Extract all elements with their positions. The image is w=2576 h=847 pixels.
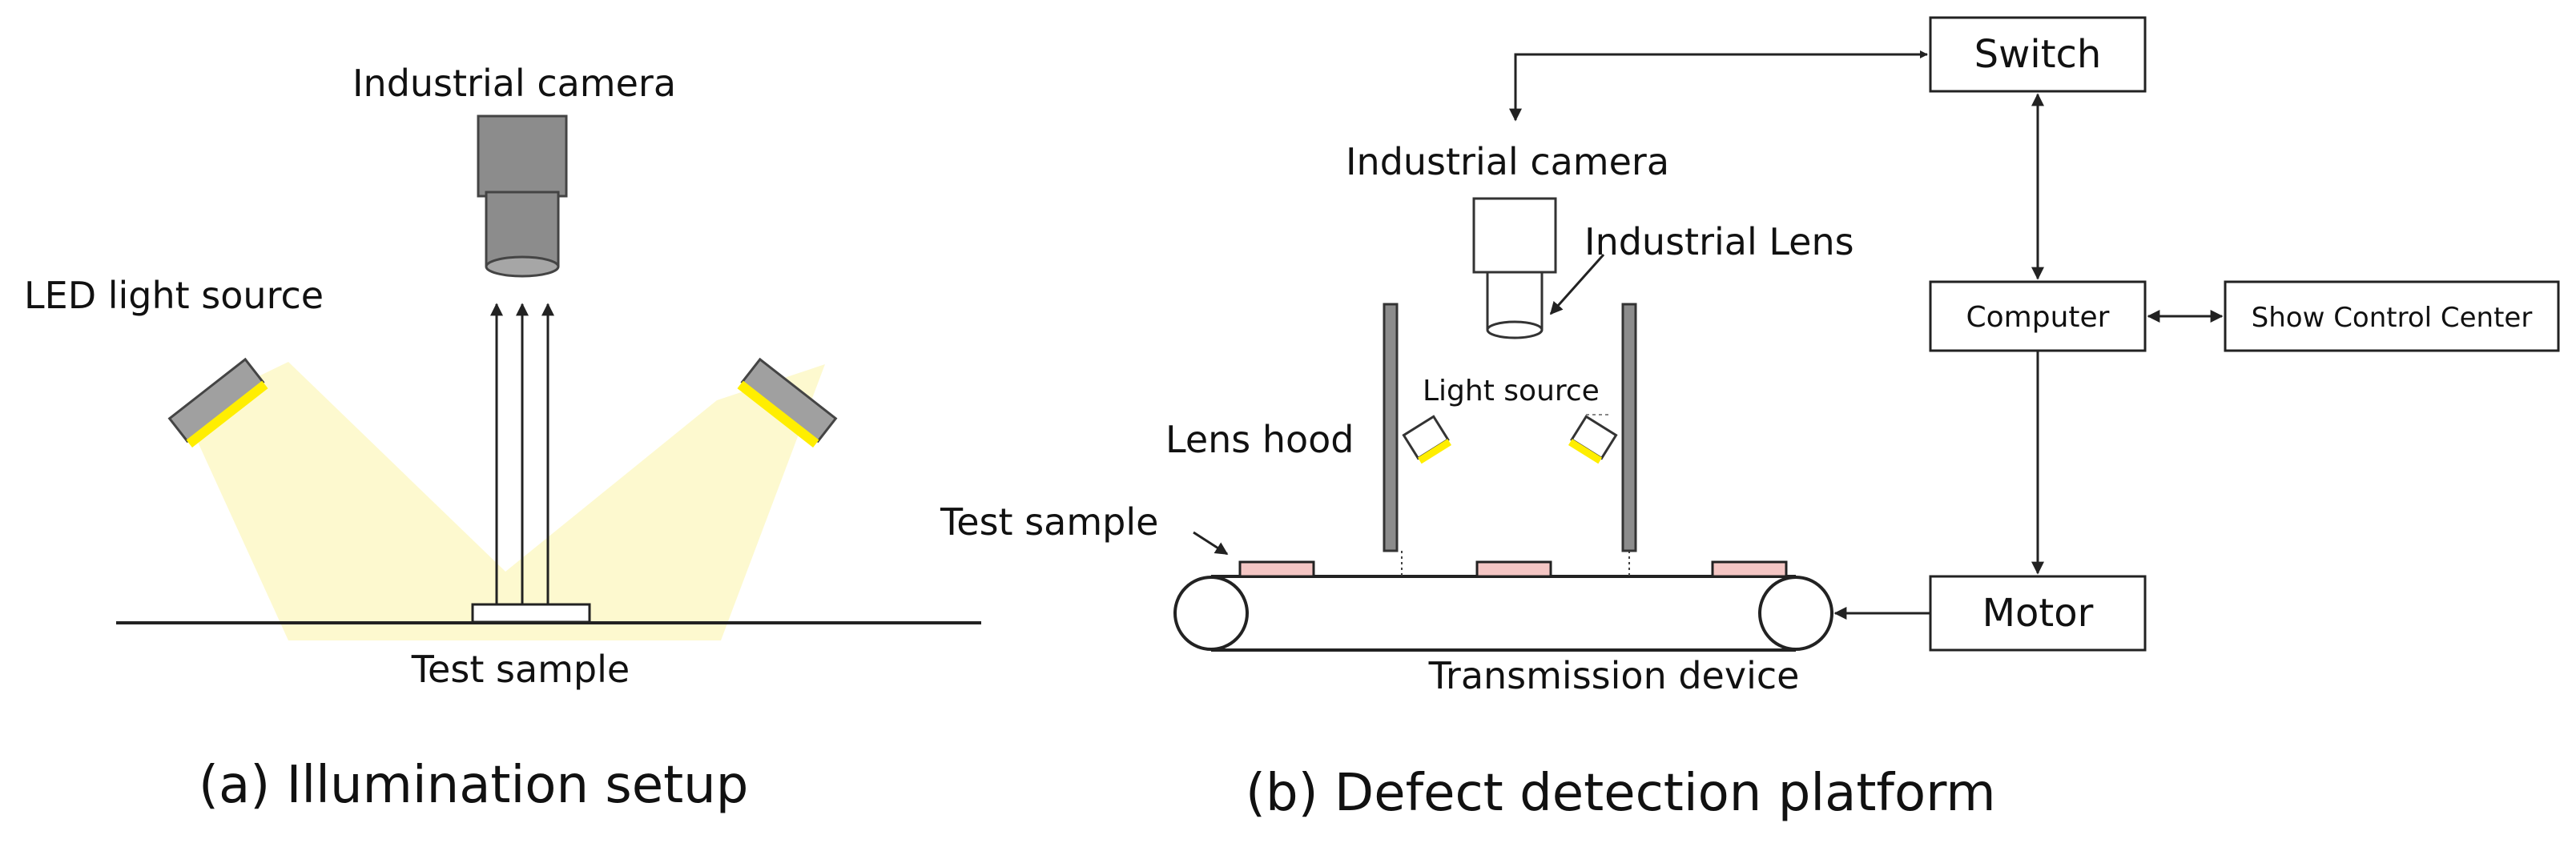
lens-pointer-arrow: [1549, 254, 1605, 315]
show-control-label: Show Control Center: [2252, 302, 2533, 334]
lens-label: Industrial Lens: [1584, 220, 1854, 263]
motor-box: Motor: [1929, 575, 2147, 652]
sample-b-1: [1238, 560, 1315, 578]
motor-label: Motor: [1982, 591, 2094, 636]
led-left-icon: [167, 357, 268, 448]
light-source-left-icon: [1402, 415, 1452, 464]
sample-b-label: Test sample: [940, 500, 1158, 544]
left-light-beam: [184, 362, 577, 640]
lens-hood-left: [1383, 303, 1399, 552]
led-label: LED light source: [24, 274, 324, 317]
sample-pointer-arrow: [1193, 531, 1229, 556]
test-sample-a: [471, 603, 591, 624]
computer-box: Computer: [1929, 280, 2147, 352]
panel-b-detection-platform: Industrial camera Industrial Lens Light …: [940, 16, 2560, 823]
caption-a: (a) Illumination setup: [199, 756, 748, 815]
sample-b-3: [1711, 560, 1788, 578]
camera-b-icon: [1472, 197, 1557, 339]
caption-b: (b) Defect detection platform: [1246, 764, 1996, 823]
panel-a-illumination-setup: Industrial camera LED light source Test …: [24, 62, 981, 815]
sample-b-2: [1475, 560, 1552, 578]
computer-label: Computer: [1966, 301, 2110, 334]
conveyor-belt: [1173, 575, 1833, 652]
camera-a-label: Industrial camera: [352, 62, 676, 105]
lens-hood-right: [1621, 303, 1637, 552]
sample-a-label: Test sample: [411, 648, 630, 691]
switch-label: Switch: [1974, 32, 2102, 77]
conveyor-label: Transmission device: [1428, 654, 1800, 697]
block-connections: [1509, 50, 2224, 620]
led-right-icon: [737, 357, 838, 448]
camera-b-label: Industrial camera: [1346, 140, 1669, 183]
lens-hood-label: Lens hood: [1165, 418, 1354, 461]
reflected-light-arrows: [490, 303, 554, 604]
light-source-label: Light source: [1423, 375, 1600, 407]
light-source-right-icon: [1568, 415, 1618, 464]
switch-box: Switch: [1929, 16, 2147, 93]
camera-a-icon: [477, 114, 568, 278]
show-control-box: Show Control Center: [2224, 280, 2560, 352]
